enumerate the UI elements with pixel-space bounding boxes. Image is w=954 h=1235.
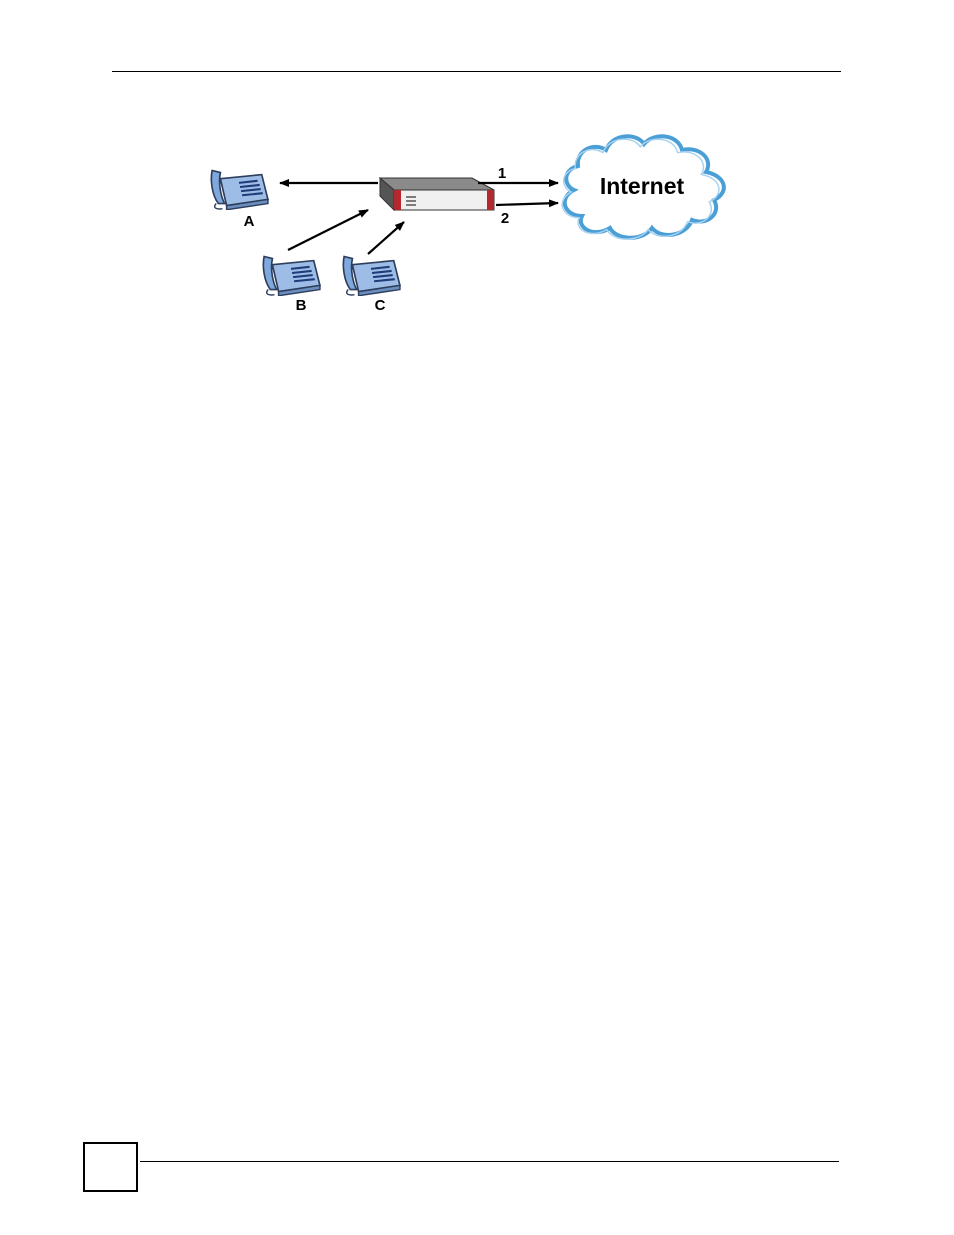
phone-label-a: A — [244, 213, 255, 230]
phone-b-icon — [263, 256, 320, 295]
link-label-1: 1 — [498, 165, 506, 182]
phone-c-icon — [343, 256, 400, 295]
network-diagram: Internet 1 2 A B — [196, 128, 736, 314]
phone-label-c: C — [375, 297, 386, 314]
internet-cloud-icon: Internet — [562, 136, 724, 239]
phone-label-b: B — [296, 297, 307, 314]
arrow-link-2 — [496, 203, 558, 205]
page-number-box — [83, 1142, 138, 1192]
router-icon — [380, 178, 494, 210]
footer-rule — [140, 1161, 839, 1162]
header-rule — [112, 71, 841, 72]
arrow-from-phone-c — [368, 222, 404, 254]
link-label-2: 2 — [501, 210, 509, 227]
internet-label: Internet — [600, 173, 685, 199]
arrow-from-phone-b — [288, 210, 368, 250]
phone-a-icon — [211, 170, 268, 209]
